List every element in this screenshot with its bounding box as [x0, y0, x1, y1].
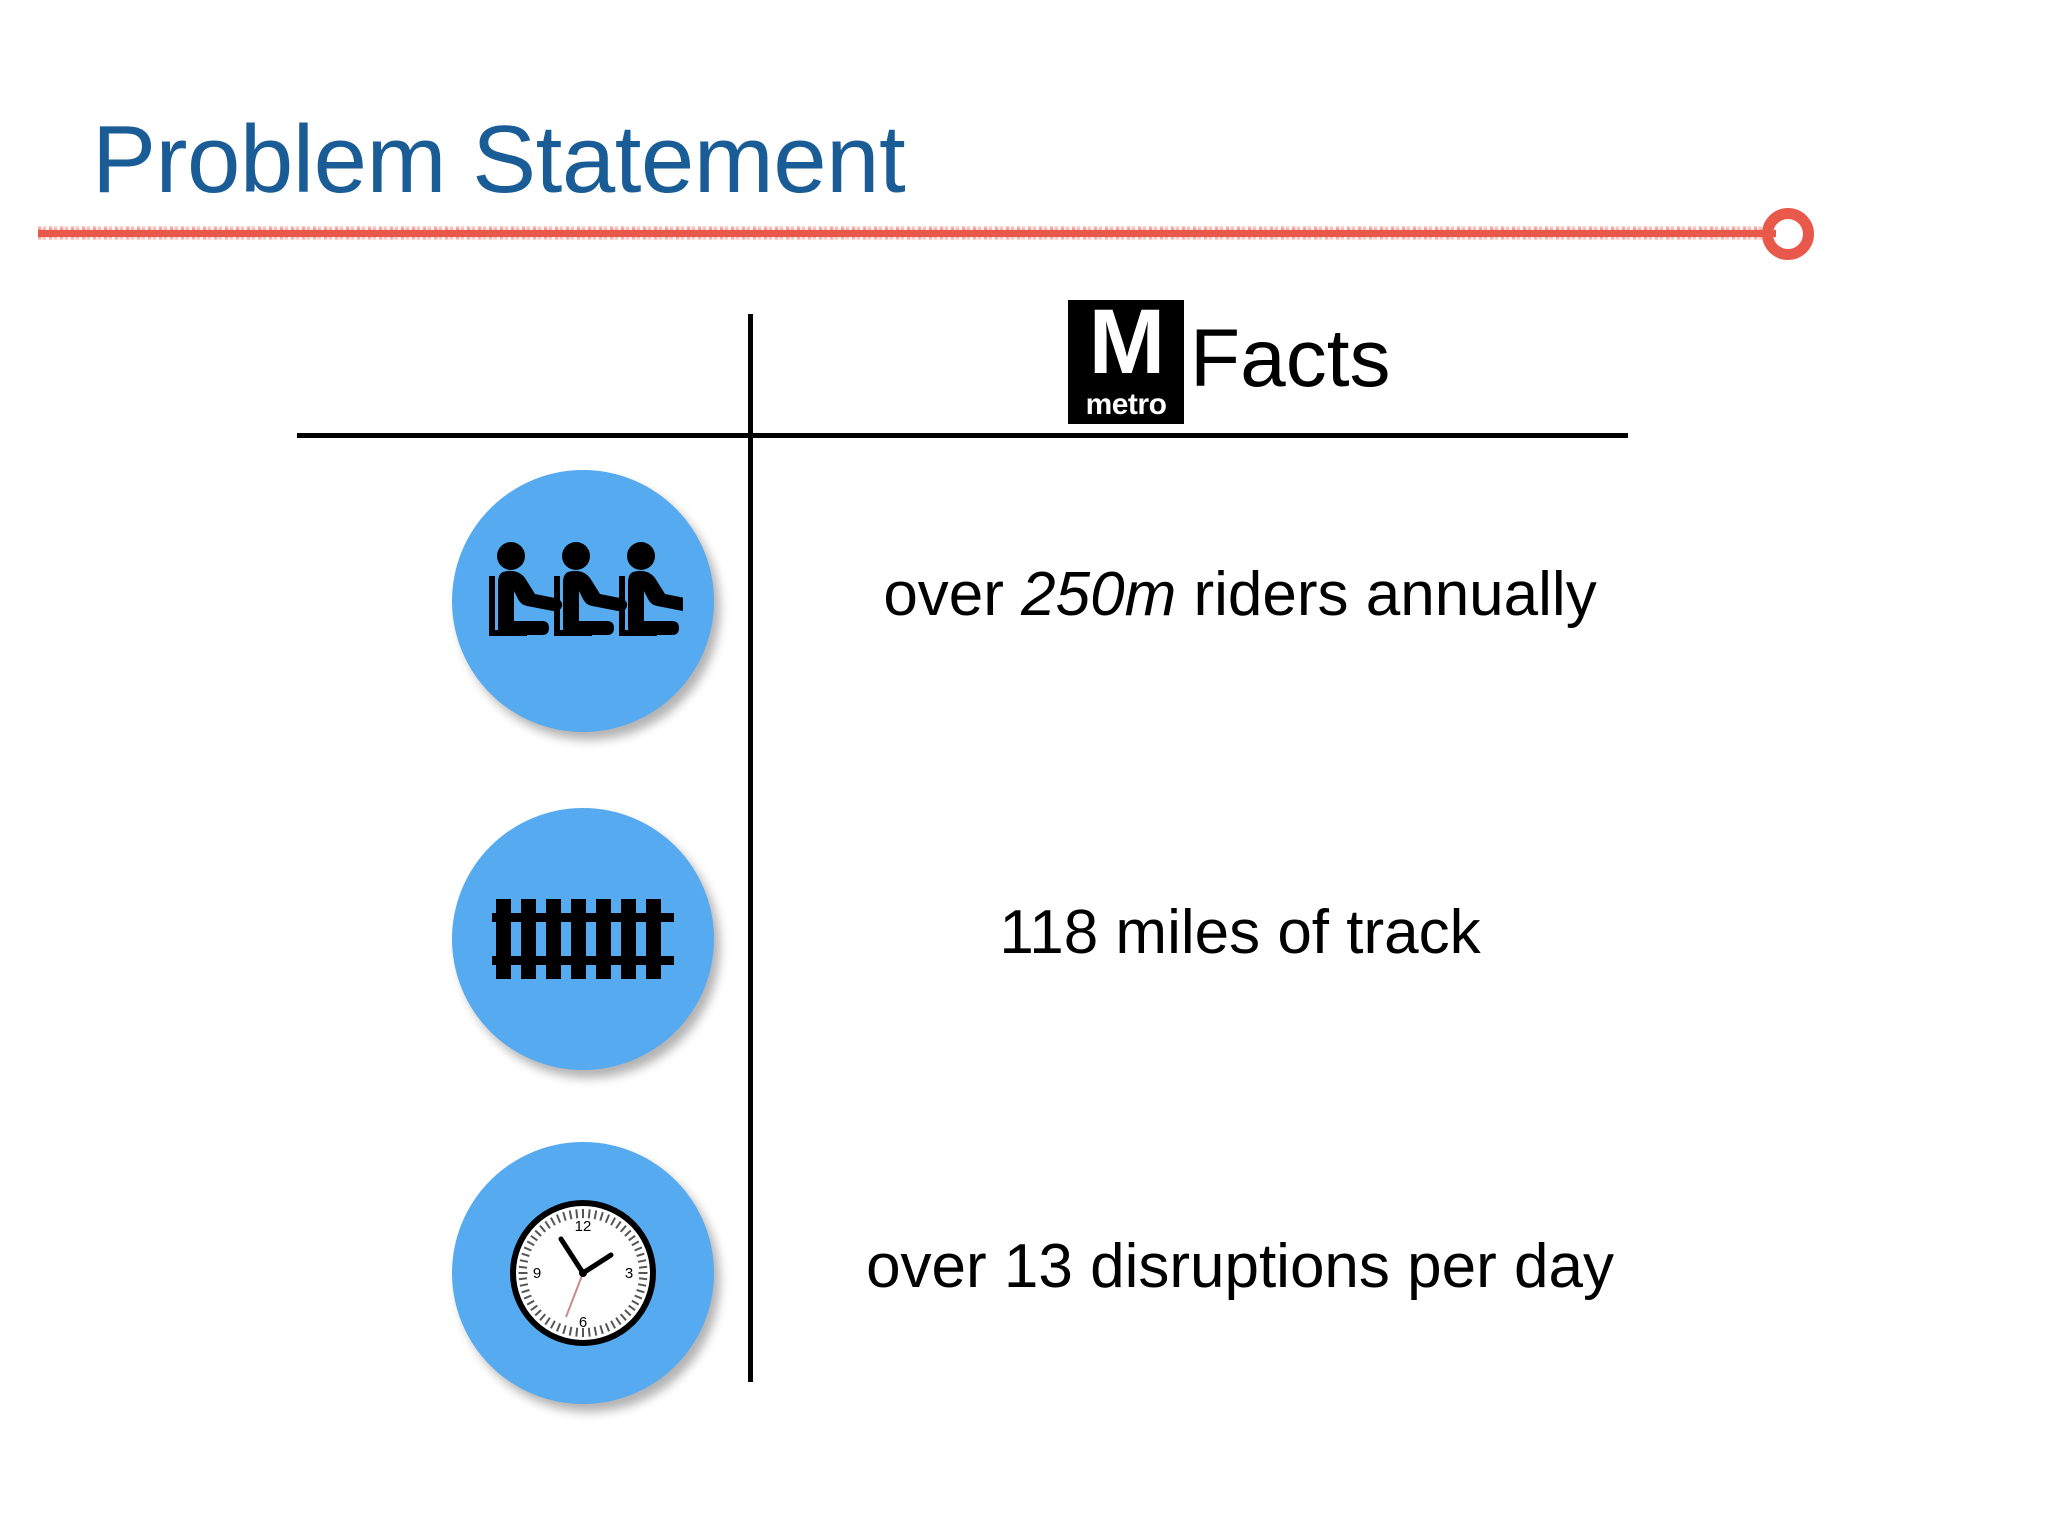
fact-row: 12 3 6 9 over 13 disruptions per day: [0, 1134, 2048, 1414]
facts-header: M metro Facts: [1068, 296, 1391, 424]
fact-text-riders: over 250m riders annually: [790, 558, 1690, 632]
rule-end-circle-icon: [1762, 208, 1814, 260]
vertical-divider: [748, 314, 753, 1382]
fact-text-suffix: 118 miles of track: [999, 898, 1481, 967]
fact-text-suffix: over 13 disruptions per day: [866, 1232, 1614, 1301]
metro-logo-icon: M metro: [1068, 296, 1184, 424]
title-underline-rule: [38, 226, 1776, 240]
fact-text-track: 118 miles of track: [790, 896, 1690, 970]
fact-row: 118 miles of track: [0, 800, 2048, 1080]
fact-badge-riders: [452, 470, 714, 732]
fact-badge-track: [452, 808, 714, 1070]
analog-clock-icon: 12 3 6 9: [510, 1200, 656, 1346]
svg-text:6: 6: [579, 1314, 587, 1331]
fact-text-prefix: over: [883, 560, 1022, 629]
page-title: Problem Statement: [92, 106, 906, 213]
fact-badge-disruptions: 12 3 6 9: [452, 1142, 714, 1404]
railroad-track-icon: [492, 899, 674, 979]
fact-text-disruptions: over 13 disruptions per day: [790, 1230, 1690, 1304]
metro-logo-word: metro: [1085, 388, 1167, 421]
fact-row: over 250m riders annually: [0, 462, 2048, 742]
metro-logo-letter: M: [1088, 291, 1166, 393]
svg-text:3: 3: [625, 1265, 633, 1282]
seated-riders-icon: [489, 542, 683, 636]
fact-text-suffix: riders annually: [1176, 560, 1597, 629]
facts-heading: Facts: [1190, 313, 1391, 404]
svg-text:9: 9: [533, 1265, 541, 1282]
rule-texture: [38, 226, 1776, 240]
horizontal-divider: [297, 433, 1628, 438]
fact-text-emphasis: 250m: [1021, 560, 1177, 629]
svg-text:12: 12: [575, 1218, 592, 1235]
